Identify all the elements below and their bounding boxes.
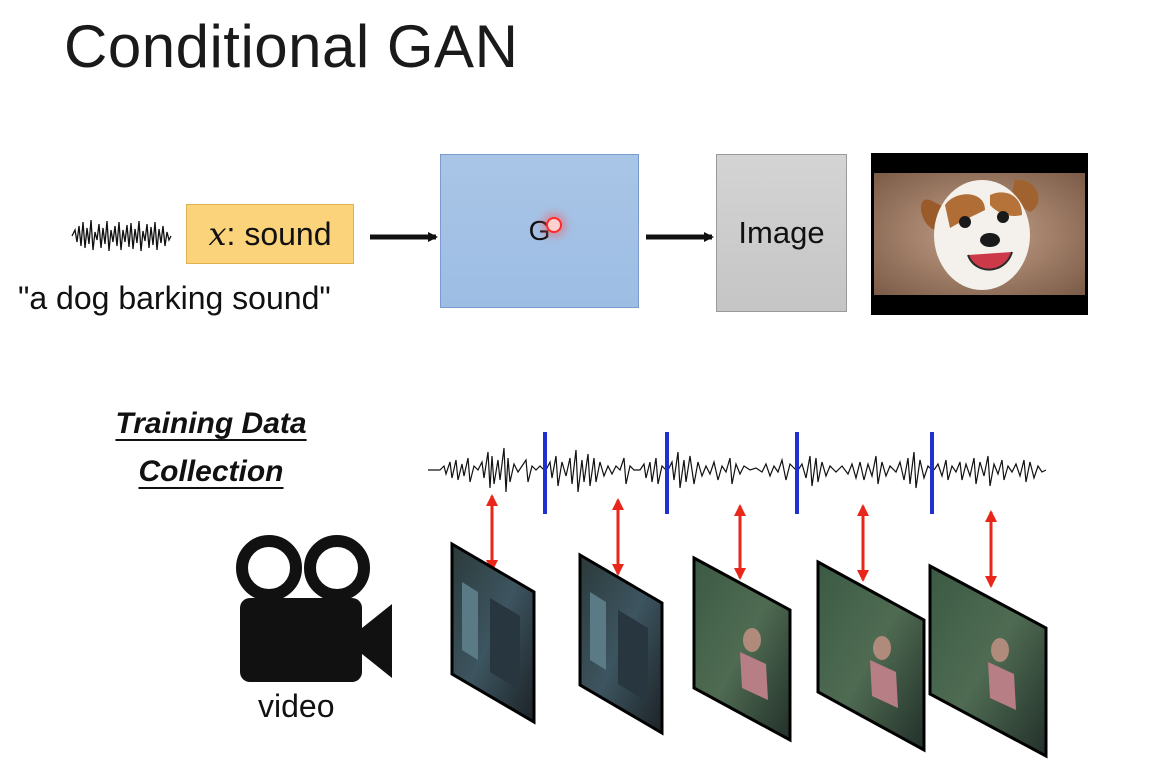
slide-title: Conditional GAN <box>64 13 519 80</box>
segment-dividers <box>543 432 934 514</box>
dog-photo <box>871 153 1088 315</box>
training-data-heading: Training Data Collection <box>86 400 336 496</box>
video-frame <box>816 559 926 753</box>
condition-caption: "a dog barking sound" <box>18 280 331 316</box>
condition-variable: x <box>208 215 227 253</box>
condition-label: : sound <box>226 215 332 252</box>
pointer-dot <box>546 217 562 233</box>
audio-waveform <box>428 447 1047 493</box>
image-output-box: Image <box>716 154 847 312</box>
training-line-1: Training Data <box>115 407 307 440</box>
generator-box: G <box>440 154 639 308</box>
sound-wave-icon <box>71 219 172 252</box>
video-camera-icon <box>236 535 392 682</box>
video-frame <box>578 552 664 736</box>
video-frame <box>692 555 792 743</box>
video-frame <box>450 541 536 725</box>
video-frame <box>928 563 1048 759</box>
training-line-2: Collection <box>138 455 284 488</box>
condition-box: x: sound <box>186 204 354 264</box>
video-label: video <box>258 688 335 724</box>
image-label: Image <box>738 215 825 250</box>
generator-label: G <box>528 215 551 246</box>
correspondence-arrows <box>486 494 997 588</box>
